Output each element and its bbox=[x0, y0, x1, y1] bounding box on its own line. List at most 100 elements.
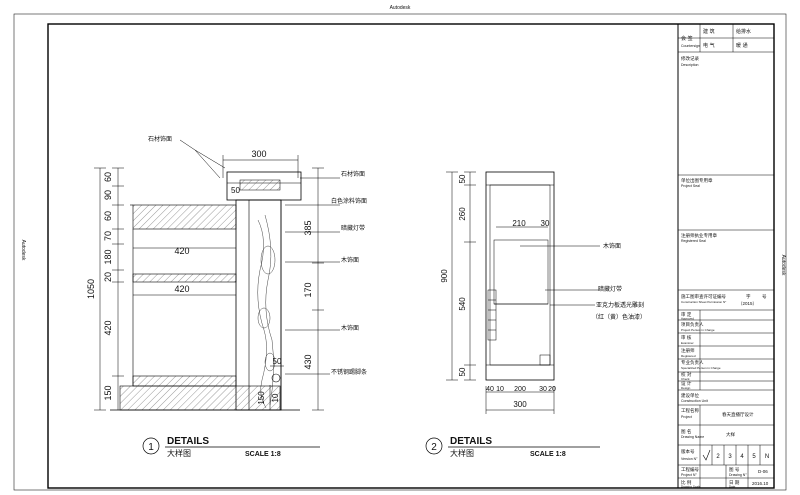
detail2-heading: DETAILS bbox=[450, 436, 492, 447]
tb-permit-en: Construction Sheet Permission N° bbox=[681, 300, 727, 304]
detail-2-drawing: 210 30 50 260 540 50 900 40 10 200 30 20… bbox=[440, 171, 646, 414]
detail1-dim-right-1: 385 bbox=[303, 220, 313, 235]
tb-electric: 电 气 bbox=[703, 42, 715, 49]
detail1-callout-1: 石材饰面 bbox=[148, 135, 172, 143]
tb-role-5-en: Specialized Person in Charge bbox=[681, 366, 721, 370]
tb-role-2: 项目负责人 bbox=[681, 321, 704, 328]
tb-countersign: 会 签 bbox=[681, 35, 693, 42]
detail1-dim-left-4: 70 bbox=[103, 231, 113, 241]
detail-1-label: 1 DETAILS 大样图 SCALE 1:8 bbox=[142, 436, 320, 458]
detail2-dim-bottom-3: 200 bbox=[514, 386, 526, 393]
tb-date: 日 期 bbox=[729, 480, 740, 486]
detail1-callout-3: 白色涂料饰面 bbox=[331, 197, 367, 205]
tb-project-no-en: Project N° bbox=[681, 473, 697, 477]
detail1-dim-bottom-left: 150 bbox=[257, 391, 266, 405]
detail1-scale: SCALE 1:8 bbox=[245, 451, 281, 458]
tb-permit-char2: 号 bbox=[762, 294, 767, 300]
detail1-dim-left-3: 60 bbox=[103, 211, 113, 221]
tb-version-en: Version N° bbox=[681, 457, 698, 461]
tb-plumbing: 给排水 bbox=[736, 28, 751, 35]
detail1-dim-left-8: 150 bbox=[103, 385, 113, 400]
tb-date-en: Date bbox=[729, 485, 736, 489]
detail1-callout-6: 木饰面 bbox=[341, 324, 359, 332]
tb-role-1: 审 定 bbox=[681, 311, 692, 318]
tb-drawing-no-en: Drawing N° bbox=[729, 473, 747, 477]
detail1-dim-right-3: 430 bbox=[303, 354, 313, 369]
detail1-dim-left-2: 90 bbox=[103, 190, 113, 200]
tb-scale-en: Drawing Scale bbox=[681, 485, 701, 489]
detail2-dim-bottom-5: 20 bbox=[548, 386, 556, 393]
tb-role-5: 专业负责人 bbox=[681, 359, 704, 366]
title-block bbox=[678, 24, 774, 488]
detail1-dim-top-small: 50 bbox=[231, 186, 240, 195]
tb-version-n: N bbox=[765, 454, 769, 460]
tb-project-no: 工程编号 bbox=[681, 466, 699, 473]
detail2-dim-left-2: 260 bbox=[458, 207, 467, 221]
tb-countersign-en: Countersign bbox=[681, 44, 700, 48]
tb-project-name-en: Project bbox=[681, 415, 692, 419]
detail2-dim-top-1: 210 bbox=[512, 219, 526, 228]
detail1-dim-total: 1050 bbox=[86, 279, 96, 299]
detail2-subtitle: 大样图 bbox=[450, 448, 474, 458]
detail1-callout-2: 石材饰面 bbox=[341, 170, 365, 178]
detail2-dim-top-2: 30 bbox=[541, 219, 550, 228]
detail1-dim-left-7: 420 bbox=[103, 320, 113, 335]
tb-version-2: 2 bbox=[716, 454, 720, 460]
detail1-callout-7: 不锈钢踢脚条 bbox=[331, 368, 367, 376]
detail1-subtitle: 大样图 bbox=[167, 448, 191, 458]
tb-arch: 建 筑 bbox=[703, 28, 715, 35]
detail2-callout-1: 木饰面 bbox=[603, 242, 621, 250]
tb-role-3-en: Examiner bbox=[681, 341, 694, 345]
detail1-callout-4: 暗藏灯带 bbox=[341, 224, 365, 232]
tb-version-3: 3 bbox=[728, 454, 732, 460]
tb-stamp2-en: Registered Seal bbox=[681, 239, 706, 243]
tb-drawing-name: 图 名 bbox=[681, 428, 691, 435]
autodesk-watermark-right: Autodesk bbox=[780, 255, 786, 276]
detail1-dim-inner-2: 420 bbox=[174, 284, 189, 294]
detail2-callout-2: 暗藏灯带 bbox=[598, 285, 622, 293]
tb-drawing-name-en: Drawing Name bbox=[681, 435, 704, 439]
tb-role-3: 审 核 bbox=[681, 334, 692, 341]
tb-stamp1: 单位出图专用章 bbox=[681, 177, 713, 184]
detail2-callout-4: （红（黄）色油漆） bbox=[592, 313, 646, 321]
tb-role-4-en: Registered bbox=[681, 354, 696, 358]
detail2-dim-bottom-total: 300 bbox=[513, 400, 527, 409]
detail2-dim-bottom-1: 40 bbox=[486, 386, 494, 393]
tb-project-name: 工程名称 bbox=[681, 407, 699, 414]
tb-permit-value: （2015） bbox=[738, 301, 757, 306]
tb-role-7: 设 计 bbox=[681, 380, 692, 387]
tb-version: 版本号 bbox=[681, 448, 695, 455]
detail1-dim-right-2: 170 bbox=[303, 282, 313, 297]
tb-permit: 施工图审查许可证编号 bbox=[681, 293, 726, 300]
tb-role-2-en: Project Person in Charge bbox=[681, 328, 715, 332]
tb-version-check-icon bbox=[702, 449, 711, 461]
tb-stamp2: 注册师执业专用章 bbox=[681, 232, 717, 239]
detail2-scale: SCALE 1:8 bbox=[530, 451, 566, 458]
outer-frame bbox=[13, 13, 787, 491]
tb-hvac: 暖 通 bbox=[736, 42, 748, 49]
autodesk-watermark-top: Autodesk bbox=[390, 5, 411, 11]
tb-construction-unit-en: Construction Unit bbox=[681, 399, 708, 403]
detail-1-drawing: 300 50 420 420 bbox=[86, 135, 367, 411]
tb-version-5: 5 bbox=[752, 454, 756, 460]
tb-drawing-no: 图 号 bbox=[729, 467, 740, 473]
tb-drawing-no-value: D-06 bbox=[758, 469, 768, 474]
title-block-text: 会 签 Countersign 建 筑 给排水 电 气 暖 通 修改记录 Des… bbox=[681, 28, 769, 489]
tb-revisions: 修改记录 bbox=[681, 55, 699, 62]
tb-revisions-en: Description bbox=[681, 63, 699, 67]
detail2-number: 2 bbox=[431, 442, 437, 453]
tb-scale: 比 例 bbox=[681, 479, 692, 486]
detail1-dim-inner-1: 420 bbox=[174, 246, 189, 256]
tb-permit-char: 字 bbox=[746, 293, 751, 300]
tb-role-6: 校 对 bbox=[681, 371, 692, 378]
detail1-callout-5: 木饰面 bbox=[341, 256, 359, 264]
detail1-heading: DETAILS bbox=[167, 436, 209, 447]
tb-version-4: 4 bbox=[740, 454, 744, 460]
inner-frame bbox=[47, 23, 775, 489]
detail2-dim-bottom-4: 30 bbox=[539, 386, 547, 393]
detail1-dim-left-1: 60 bbox=[103, 172, 113, 182]
detail1-dim-left-6: 20 bbox=[103, 272, 113, 282]
detail2-dim-total: 900 bbox=[440, 269, 449, 283]
detail2-dim-left-1: 50 bbox=[458, 174, 467, 183]
